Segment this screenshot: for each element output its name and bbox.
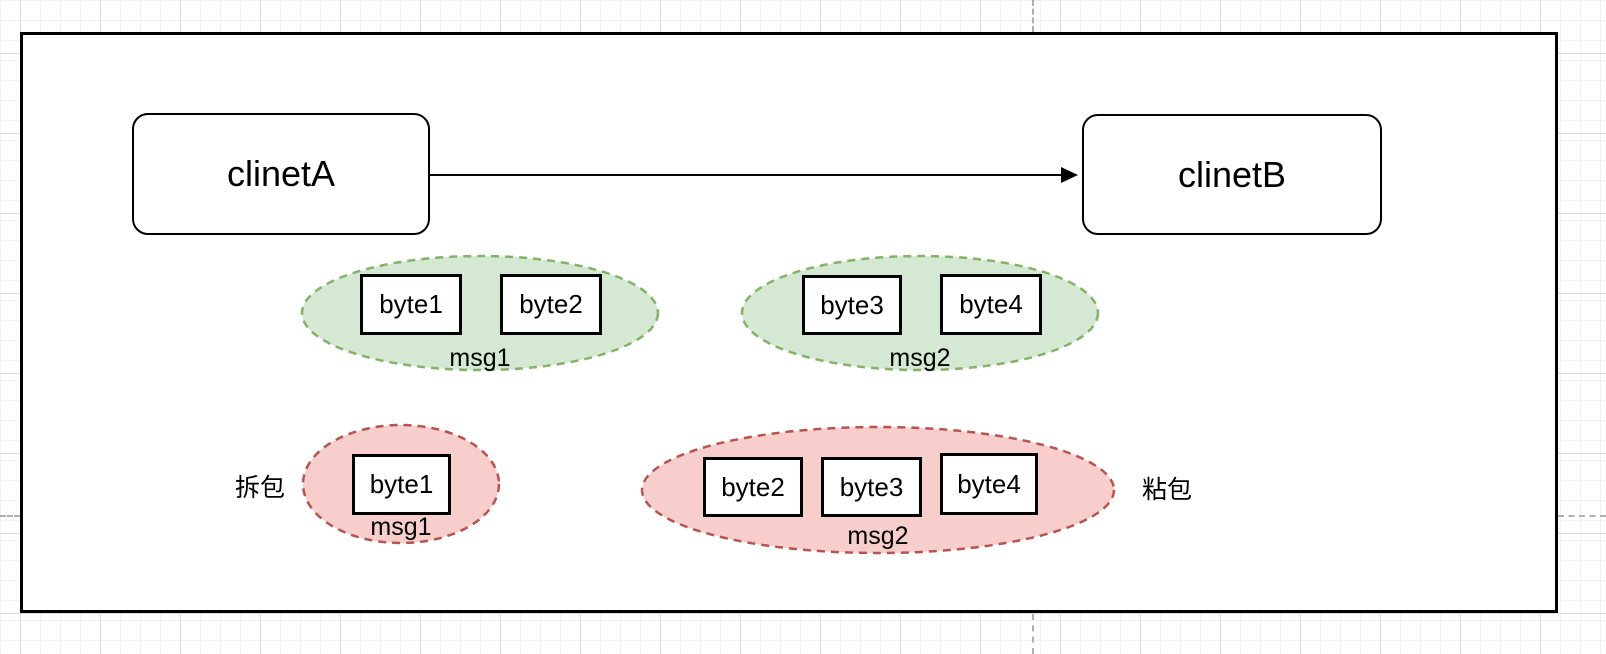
byte-label: byte3 xyxy=(820,289,884,320)
node-client-a[interactable]: clinetA xyxy=(132,113,430,235)
byte-label: byte4 xyxy=(957,468,1021,499)
recv-msg2-group[interactable]: byte2 byte3 byte4 msg2 xyxy=(640,425,1116,555)
msg-label: msg2 xyxy=(847,522,909,550)
byte-label: byte2 xyxy=(519,289,583,319)
arrow-head-icon xyxy=(1061,167,1078,183)
byte-label: byte1 xyxy=(369,469,434,499)
byte-label: byte3 xyxy=(839,471,904,502)
split-packet-label[interactable]: 拆包 xyxy=(234,474,285,502)
node-client-b[interactable]: clinetB xyxy=(1082,114,1382,235)
byte-box[interactable]: byte3 xyxy=(821,457,922,517)
arrow-shaft xyxy=(430,174,1062,176)
page-break-line-bottom xyxy=(1032,614,1034,654)
byte-box[interactable]: byte1 xyxy=(360,274,462,335)
byte-label: byte2 xyxy=(721,471,785,502)
node-client-a-label: clinetA xyxy=(226,153,336,194)
msg-label: msg1 xyxy=(370,513,432,541)
page-break-line-top xyxy=(1032,0,1034,32)
node-client-b-label: clinetB xyxy=(1177,153,1287,195)
byte-box[interactable]: byte1 xyxy=(352,454,451,515)
page-break-line-left xyxy=(0,515,20,517)
byte-box[interactable]: byte3 xyxy=(802,275,902,335)
page-break-line-right xyxy=(1558,515,1606,517)
byte-box[interactable]: byte2 xyxy=(500,274,602,335)
recv-msg1-group[interactable]: byte1 msg1 xyxy=(301,423,501,545)
msg-label: msg1 xyxy=(449,344,511,372)
byte-label: byte4 xyxy=(959,289,1023,319)
byte-box[interactable]: byte2 xyxy=(703,457,803,517)
sent-msg2-group[interactable]: byte3 byte4 msg2 xyxy=(740,254,1100,372)
msg-label: msg2 xyxy=(889,344,951,372)
byte-label: byte1 xyxy=(379,289,443,319)
byte-box[interactable]: byte4 xyxy=(940,453,1038,515)
sent-msg1-group[interactable]: byte1 byte2 msg1 xyxy=(300,254,660,372)
byte-box[interactable]: byte4 xyxy=(940,274,1042,335)
sticky-packet-label[interactable]: 粘包 xyxy=(1141,476,1192,504)
